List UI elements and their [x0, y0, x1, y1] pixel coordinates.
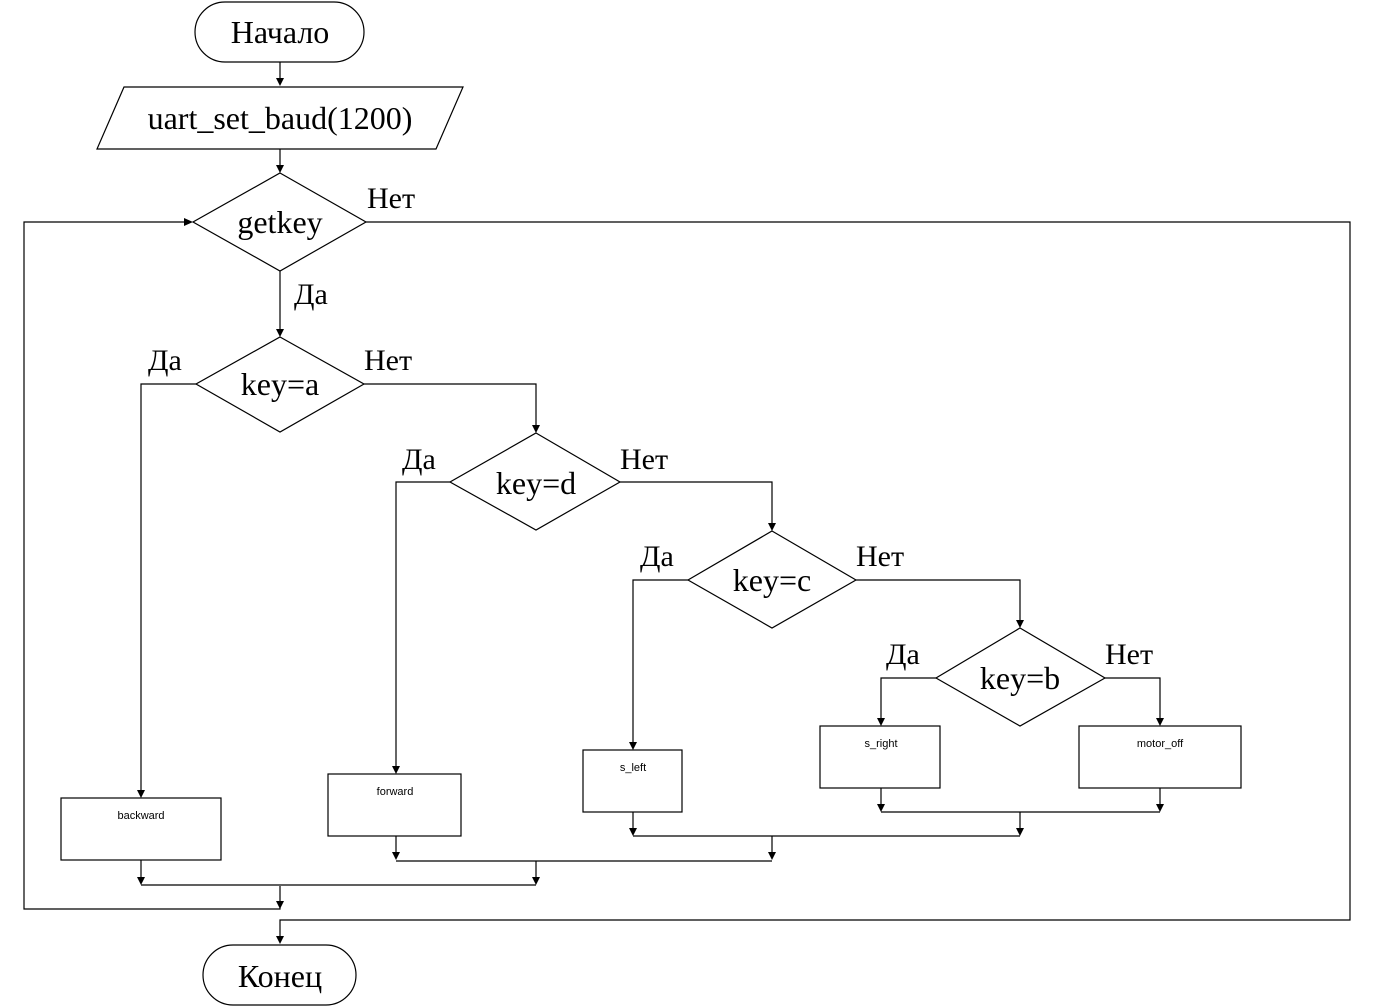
edge-keyb-no [1105, 677, 1161, 720]
decision-shape [448, 432, 622, 531]
decision-key-b: key=b [934, 627, 1107, 727]
arrowhead [276, 78, 284, 86]
decision-key-d-label: key=d [496, 465, 576, 501]
decision-getkey-label: getkey [237, 204, 322, 240]
branch-label-key-d-yes: Да [402, 443, 436, 476]
arrowhead [184, 218, 193, 226]
end-terminator: Конец [202, 944, 357, 1006]
branch-label-getkey-no: Нет [367, 182, 415, 215]
io-shape [96, 86, 464, 150]
branch-label-key-a-no: Нет [364, 344, 412, 377]
arrowhead [1016, 828, 1024, 836]
process-shape [819, 725, 941, 789]
process-s-right-label: s_right [864, 738, 897, 750]
decision-key-a: key=a [194, 336, 366, 433]
process-backward: backward [60, 797, 222, 861]
arrowhead [1156, 718, 1164, 726]
process-shape [327, 773, 462, 837]
start-label: Начало [231, 14, 330, 50]
decision-key-d: key=d [448, 432, 622, 531]
end-label: Конец [238, 958, 322, 994]
branch-label-key-a-yes: Да [148, 344, 182, 377]
process-s-right: s_right [819, 725, 941, 789]
branch-label-getkey-yes: Да [294, 278, 328, 311]
arrowhead [276, 901, 284, 909]
branch-label-key-d-no: Нет [620, 443, 668, 476]
decision-key-c: key=c [686, 530, 858, 629]
start-terminator: Начало [194, 1, 365, 63]
connectors [23, 62, 1351, 938]
process-backward-label: backward [117, 810, 164, 822]
arrowhead [877, 804, 885, 812]
arrowhead [137, 790, 145, 798]
arrowhead [1016, 620, 1024, 628]
arrowhead [629, 828, 637, 836]
process-s-left: s_left [582, 749, 683, 813]
end-shape [202, 944, 357, 1006]
arrowhead [392, 766, 400, 774]
process-shape [60, 797, 222, 861]
arrowhead [877, 718, 885, 726]
process-motor-off: motor_off [1078, 725, 1242, 789]
branch-label-key-c-yes: Да [640, 540, 674, 573]
io-block: uart_set_baud(1200) [96, 86, 464, 150]
decision-getkey: getkey [191, 172, 368, 272]
edge-keyb-yes [880, 677, 936, 720]
branch-label-key-b-no: Нет [1105, 638, 1153, 671]
decision-key-b-label: key=b [980, 660, 1060, 696]
decision-key-c-label: key=c [733, 562, 811, 598]
arrowhead [392, 852, 400, 860]
arrowhead [276, 936, 284, 944]
arrowhead [276, 329, 284, 337]
arrowhead [532, 425, 540, 433]
decision-shape [194, 336, 366, 433]
edge-keya-no [364, 383, 537, 427]
arrowhead [768, 852, 776, 860]
process-shape [582, 749, 683, 813]
arrowhead [137, 877, 145, 885]
edge-keyd-no [620, 481, 773, 525]
arrowhead [276, 165, 284, 173]
edge-keyc-no [856, 579, 1021, 622]
branch-labels: Нет Да Да Нет Да Нет Да Нет Да Нет [148, 182, 1153, 671]
branch-label-key-c-no: Нет [856, 540, 904, 573]
process-shape [1078, 725, 1242, 789]
start-shape [194, 1, 365, 63]
arrowhead [532, 877, 540, 885]
io-label: uart_set_baud(1200) [148, 100, 413, 136]
edge-keyd-yes [395, 481, 450, 768]
decision-shape [191, 172, 368, 272]
process-forward-label: forward [377, 786, 414, 798]
decision-shape [934, 627, 1107, 727]
arrowheads [137, 78, 1164, 944]
arrowhead [1156, 804, 1164, 812]
edge-keya-yes [140, 383, 196, 792]
decision-shape [686, 530, 858, 629]
arrowhead [629, 742, 637, 750]
process-s-left-label: s_left [620, 762, 646, 774]
branch-label-key-b-yes: Да [886, 638, 920, 671]
process-forward: forward [327, 773, 462, 837]
arrowhead [768, 523, 776, 531]
decision-key-a-label: key=a [241, 366, 319, 402]
edge-getkey-no-exit [279, 221, 1351, 938]
edge-keyc-yes [632, 579, 688, 744]
process-motor-off-label: motor_off [1137, 738, 1184, 750]
